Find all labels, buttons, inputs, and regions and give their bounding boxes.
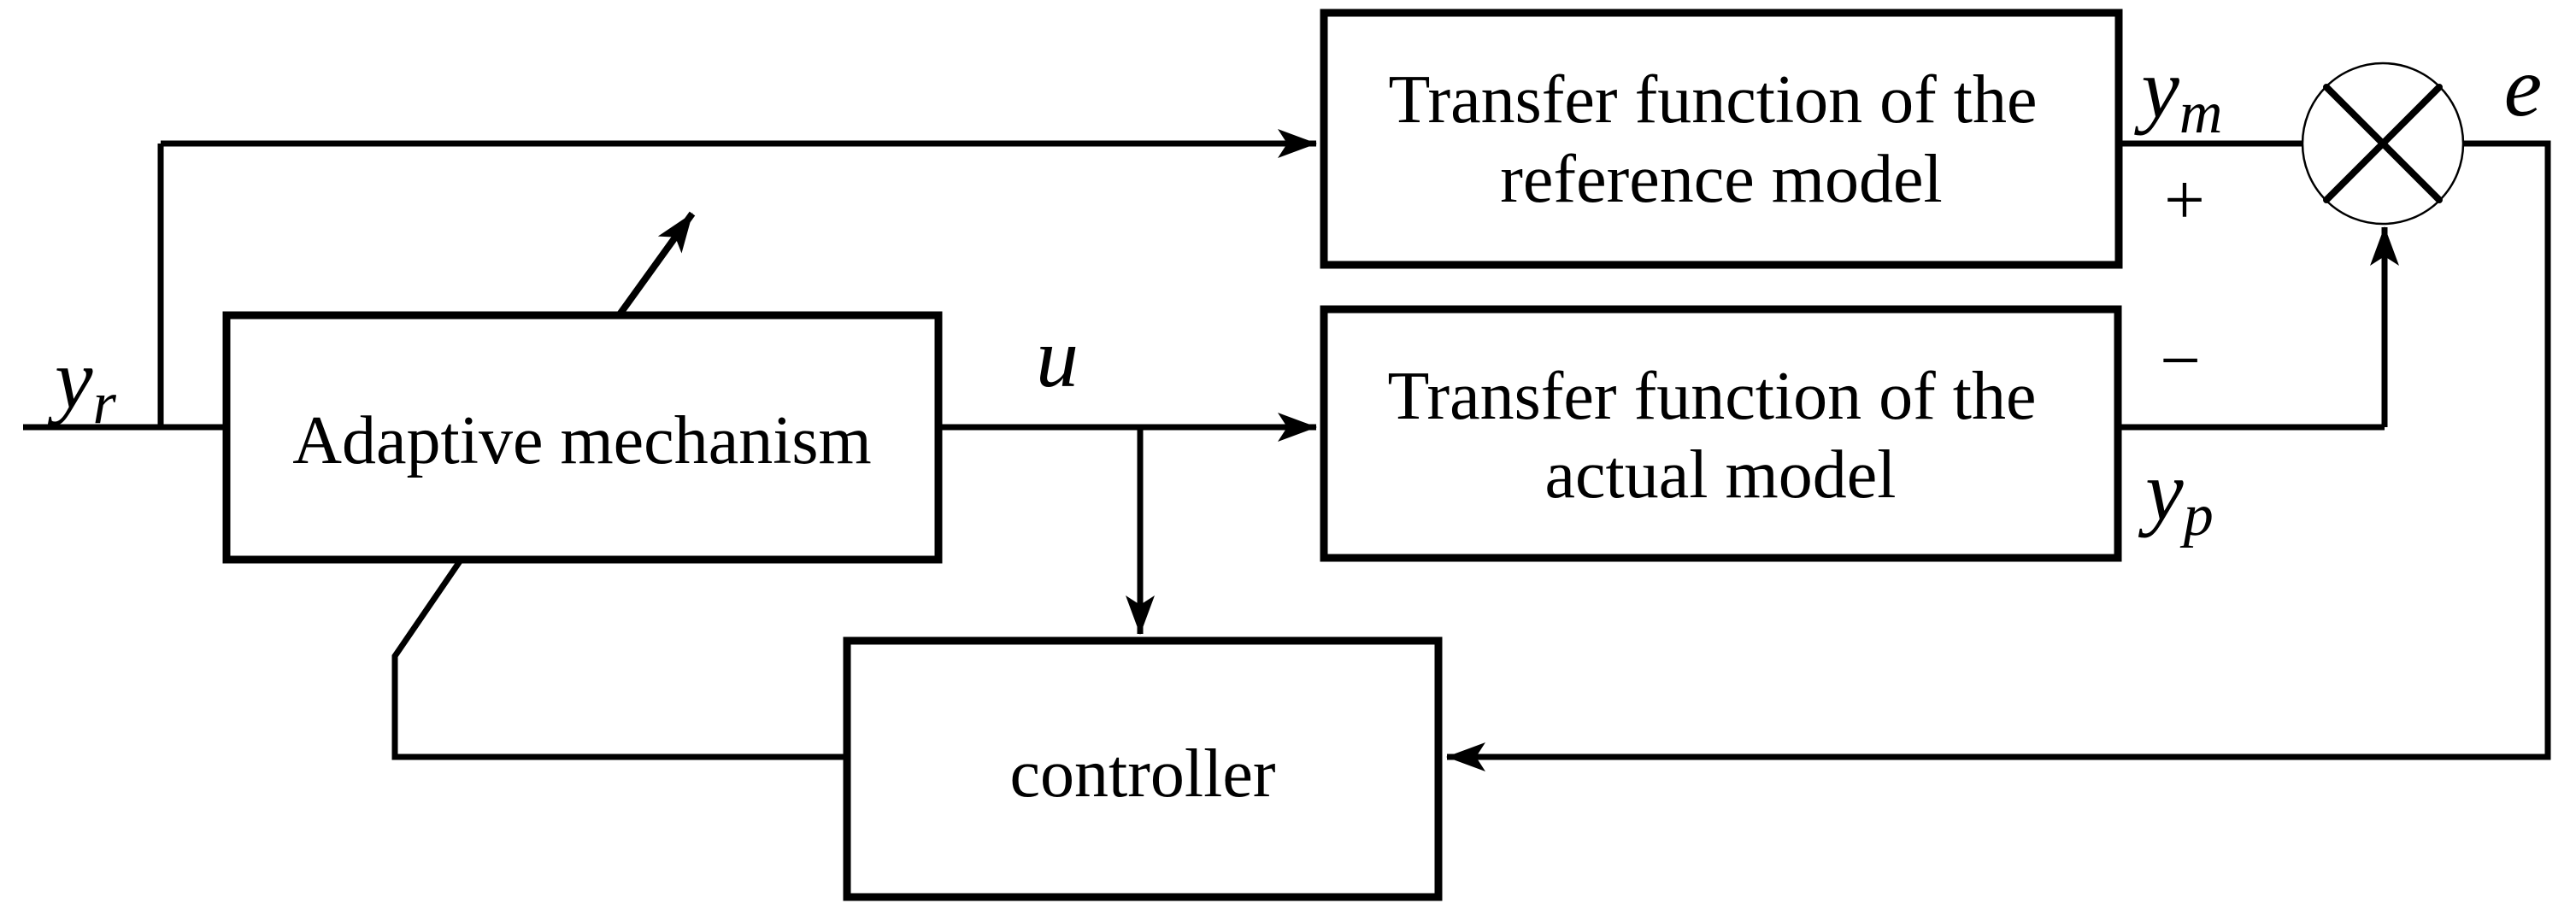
plus-sign: + [2164, 160, 2205, 240]
actual-model-label: Transfer function of the actual model [1387, 359, 2053, 513]
signal-label-ym: ym [2134, 41, 2223, 146]
summing-junction [2301, 62, 2465, 226]
controller-to-adaptive-line [391, 560, 847, 760]
signal-label-u: u [1036, 310, 1079, 405]
controller-label: controller [1010, 736, 1276, 812]
summing-junction-cross-line-2 [2323, 84, 2443, 203]
block-actual-model [1320, 305, 2122, 562]
signal-label-yr: yr [47, 331, 116, 437]
block-reference-model [1320, 9, 2123, 269]
minus-sign: − [2160, 320, 2201, 401]
signal-label-yp: yp [2138, 443, 2213, 548]
block-adaptive-mechanism [222, 311, 943, 564]
block-controller [843, 636, 1443, 901]
adaptive-mechanism-label: Adaptive mechanism [292, 403, 872, 478]
adaptation-diagonal-arrow [616, 211, 696, 317]
error-feedback-arrow [1446, 140, 2551, 771]
reference-model-label: Transfer function of the reference model [1388, 62, 2054, 217]
signal-label-e: e [2504, 39, 2542, 134]
